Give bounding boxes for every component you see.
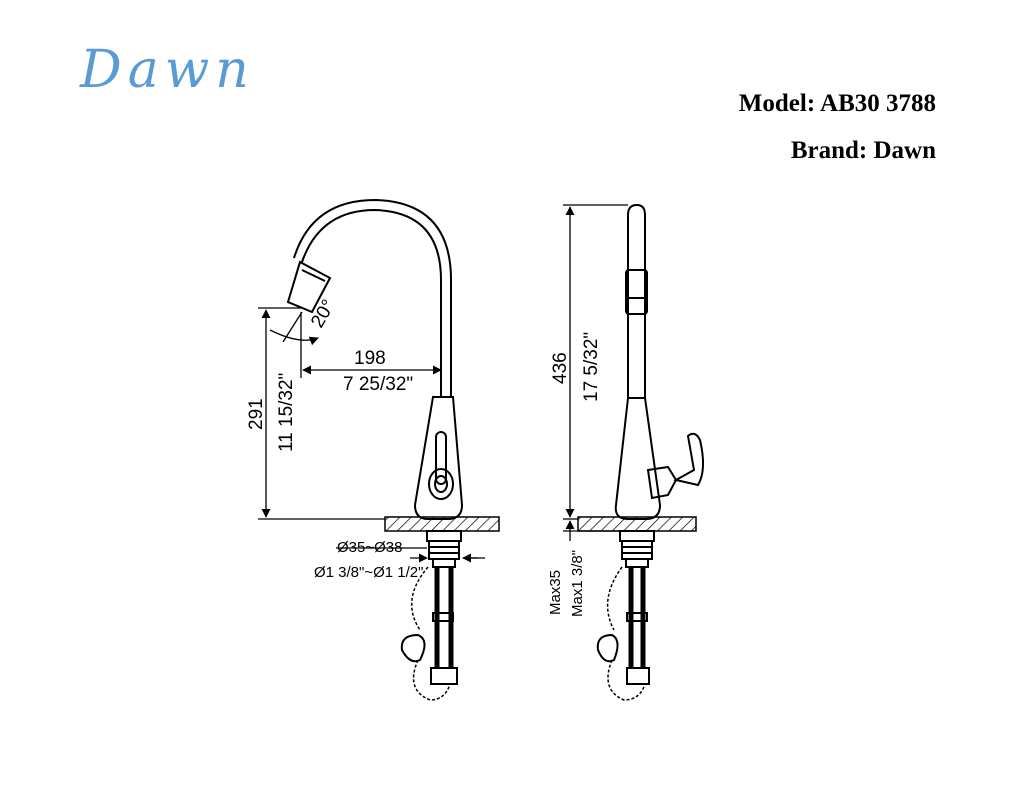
deck-in-label: Max1 3/8": [569, 550, 586, 617]
brand-logo: Dawn: [80, 40, 255, 100]
front-handle-lever: [435, 431, 447, 485]
front-dimensions: [258, 307, 485, 563]
front-handle-hub: [428, 468, 454, 500]
side-view: [577, 203, 704, 701]
front-shank: [426, 530, 462, 542]
reach-mm-label: 198: [354, 348, 386, 369]
side-dimensions: [563, 204, 628, 541]
side-handle: [646, 465, 678, 500]
brand-label: Brand: Dawn: [790, 137, 936, 164]
spout-height-in-label: 11 15/32": [276, 373, 297, 452]
front-hose: [434, 567, 454, 668]
side-faucet-body: [614, 397, 662, 520]
front-view: [286, 198, 500, 701]
total-height-mm-label: 436: [550, 352, 571, 384]
side-hose-weight: [596, 633, 619, 663]
side-spray-head: [625, 269, 648, 315]
reach-in-label: 7 25/32": [343, 374, 413, 395]
deck-mm-label: Max35: [547, 570, 564, 615]
front-gooseneck: [301, 208, 442, 397]
front-faucet-body: [413, 396, 464, 520]
angle-label: 20°: [307, 296, 340, 331]
front-spray-head: [286, 260, 332, 314]
spout-height-mm-label: 291: [246, 398, 267, 430]
hole-in-label: Ø1 3/8"~Ø1 1/2": [314, 564, 423, 581]
side-hose: [628, 567, 646, 668]
front-handle-hub-inner: [434, 475, 448, 493]
front-hose-weight: [400, 633, 426, 663]
hole-mm-label: Ø35~Ø38: [337, 539, 402, 556]
side-spout: [627, 203, 646, 398]
total-height-in-label: 17 5/32": [581, 332, 602, 402]
model-label: Model: AB30 3788: [738, 90, 936, 117]
